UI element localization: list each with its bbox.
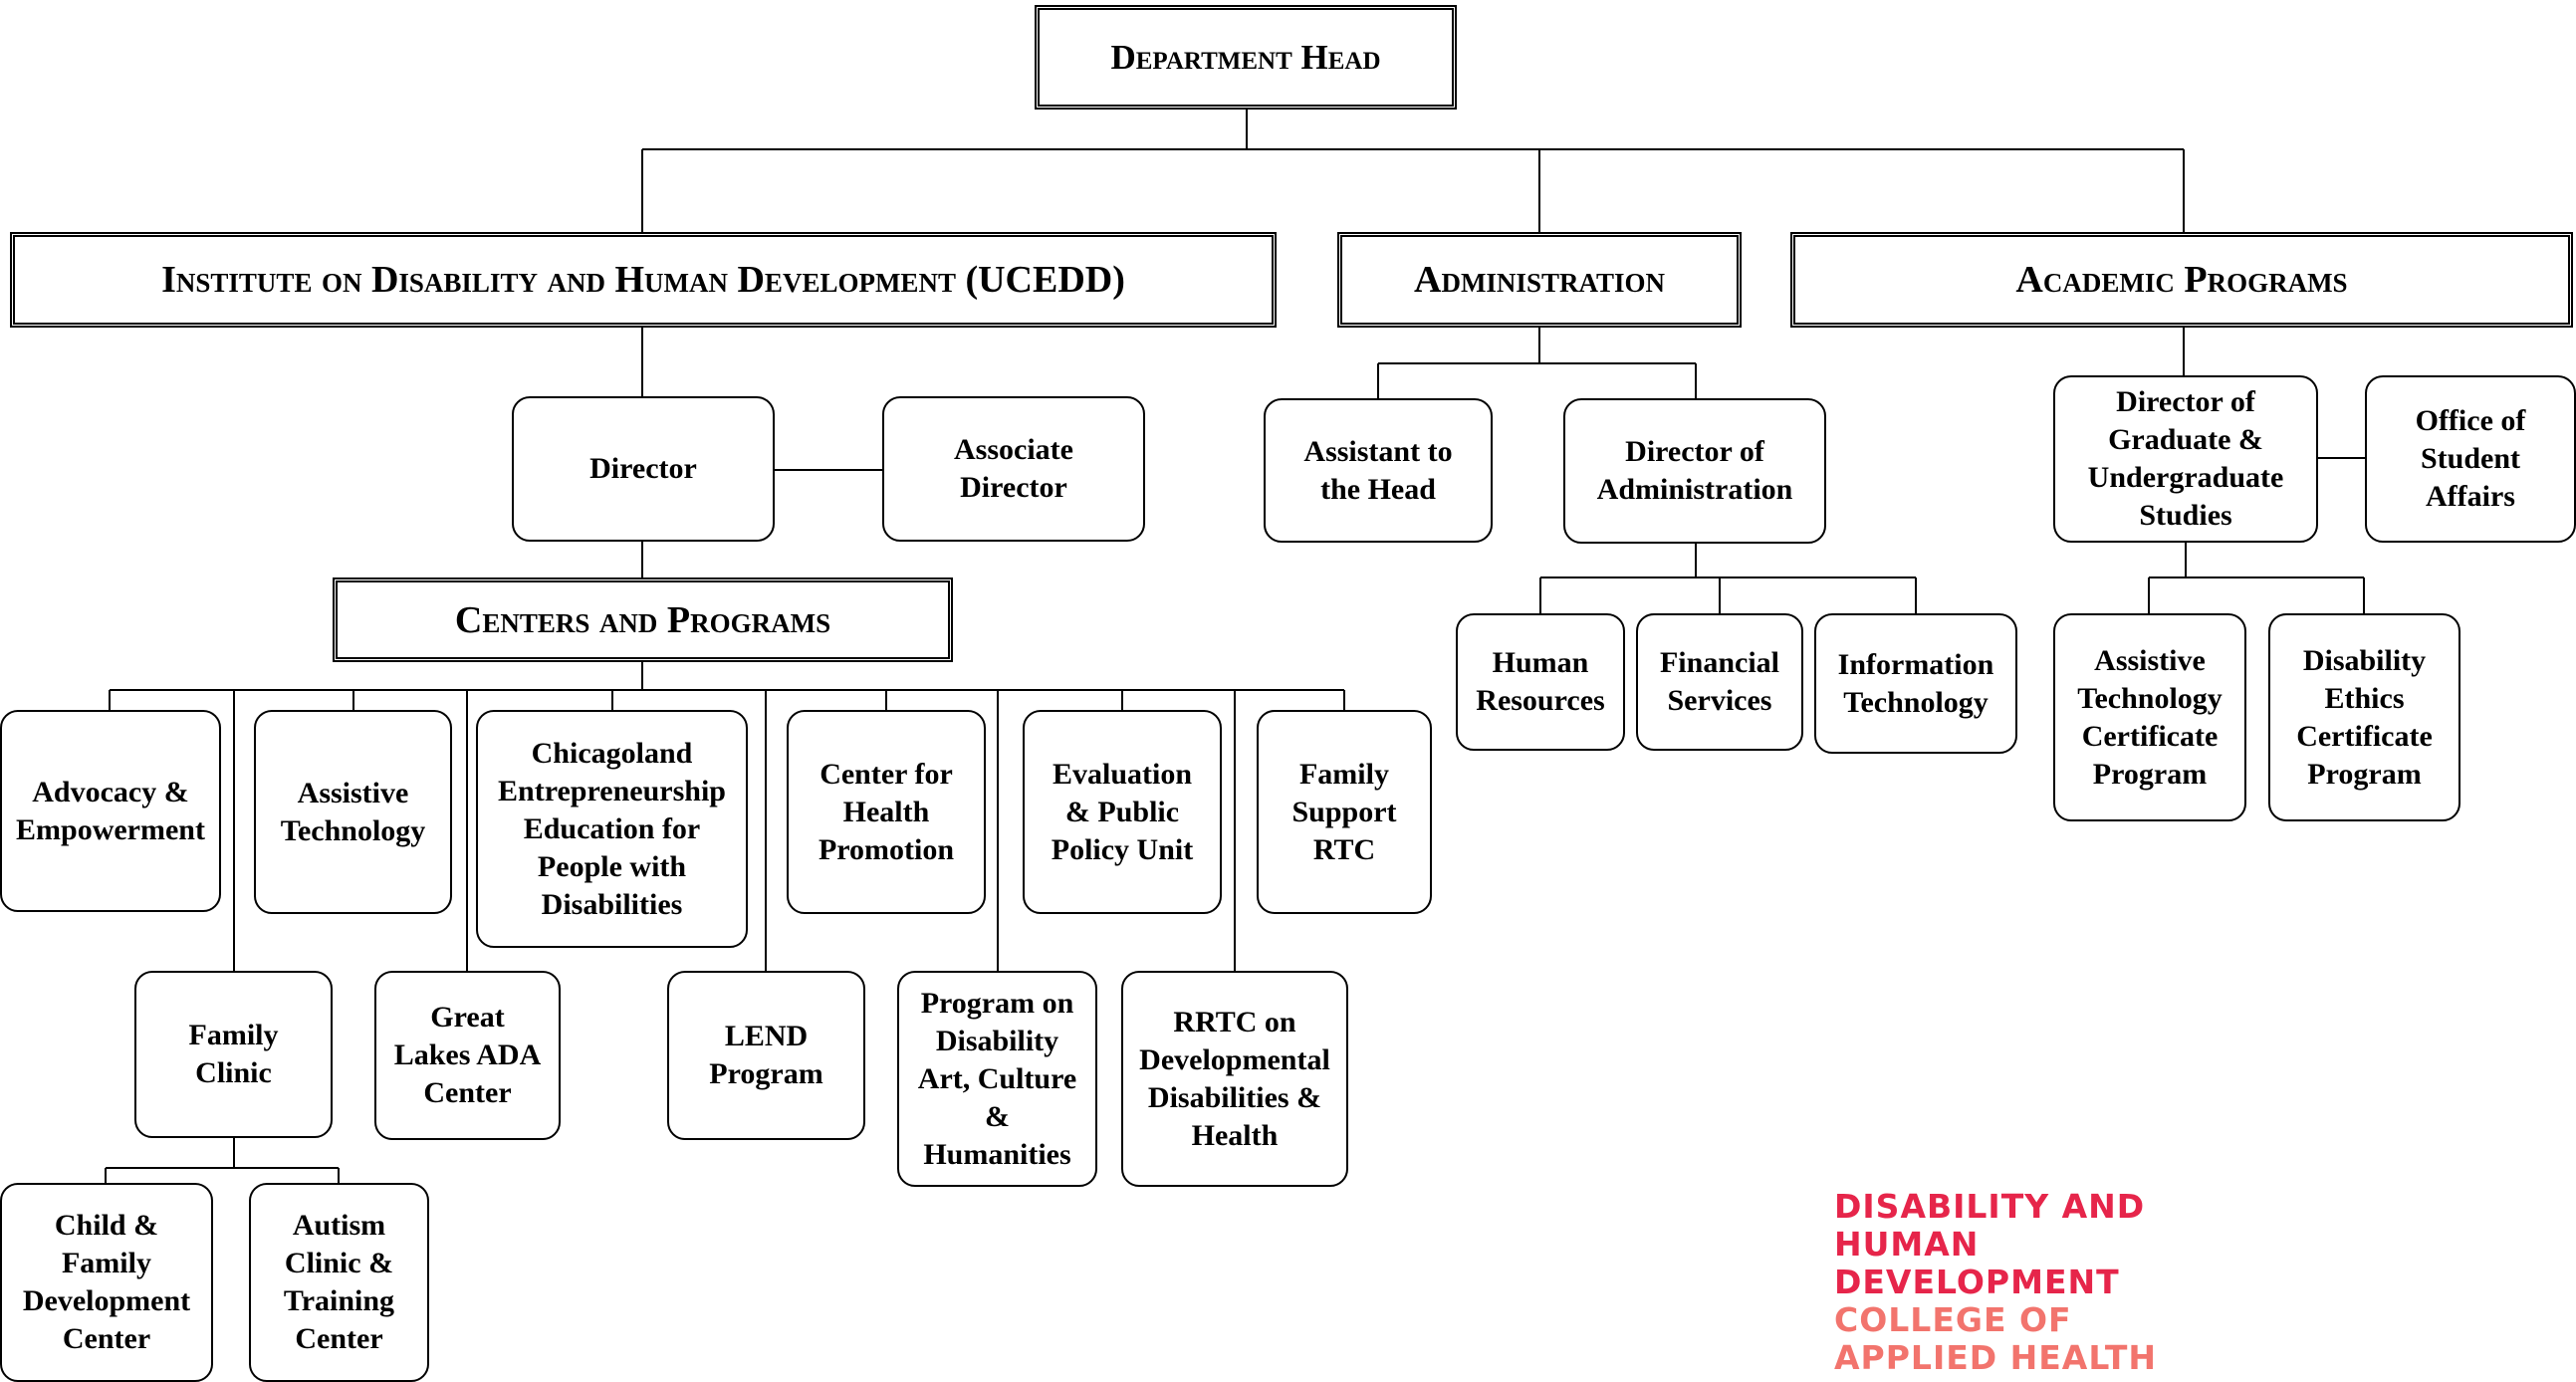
advocacy-empowerment-box: Advocacy & Empowerment (0, 710, 221, 912)
centers-and-programs-label: Centers and Programs (454, 598, 831, 641)
great-lakes-ada-label: Great Lakes ADA Center (393, 1001, 542, 1109)
disability-art-label: Program on Disability Art, Culture & Hum… (917, 986, 1077, 1171)
great-lakes-ada-box: Great Lakes ADA Center (374, 971, 561, 1140)
financial-services-label: Financial Services (1659, 646, 1779, 717)
family-support-rtc-box: Family Support RTC (1257, 710, 1432, 914)
family-clinic-label: Family Clinic (188, 1019, 279, 1089)
rrtc-box: RRTC on Developmental Disabilities & Hea… (1121, 971, 1348, 1187)
information-technology-label: Information Technology (1837, 647, 1994, 719)
department-head-box: Department Head (1035, 5, 1457, 110)
lend-program-label: LEND Program (709, 1020, 823, 1090)
director-label: Director (589, 452, 697, 485)
director-of-administration-box: Director of Administration (1563, 398, 1826, 544)
evaluation-policy-box: Evaluation & Public Policy Unit (1023, 710, 1222, 914)
department-head-label: Department Head (1110, 37, 1381, 77)
lend-program-box: LEND Program (667, 971, 865, 1140)
at-certificate-label: Assistive Technology Certificate Program (2077, 643, 2223, 791)
family-clinic-box: Family Clinic (134, 971, 333, 1138)
disability-art-box: Program on Disability Art, Culture & Hum… (897, 971, 1097, 1187)
chicagoland-box: Chicagoland Entrepreneurship Education f… (476, 710, 748, 948)
ethics-certificate-label: Disability Ethics Certificate Program (2296, 643, 2433, 791)
autism-clinic-box: Autism Clinic & Training Center (249, 1183, 429, 1382)
assistant-to-head-box: Assistant to the Head (1264, 398, 1493, 543)
evaluation-policy-label: Evaluation & Public Policy Unit (1051, 757, 1194, 866)
student-affairs-box: Office of Student Affairs (2365, 375, 2576, 543)
autism-clinic-label: Autism Clinic & Training Center (283, 1209, 395, 1355)
logo-line-5: APPLIED HEALTH (1834, 1338, 2158, 1377)
logo-line-4: COLLEGE OF (1834, 1300, 2072, 1339)
human-resources-label: Human Resources (1476, 646, 1605, 717)
associate-director-box: Associate Director (882, 396, 1145, 542)
student-affairs-label: Office of Student Affairs (2415, 404, 2526, 513)
academic-programs-box: Academic Programs (1790, 232, 2573, 328)
rrtc-label: RRTC on Developmental Disabilities & Hea… (1139, 1005, 1330, 1152)
director-of-studies-box: Director of Graduate & Undergraduate Stu… (2053, 375, 2318, 543)
associate-director-label: Associate Director (954, 433, 1073, 504)
at-certificate-box: Assistive Technology Certificate Program (2053, 613, 2246, 821)
director-of-administration-label: Director of Administration (1596, 435, 1793, 506)
financial-services-box: Financial Services (1636, 613, 1803, 751)
ethics-certificate-box: Disability Ethics Certificate Program (2268, 613, 2460, 821)
human-resources-box: Human Resources (1456, 613, 1625, 751)
child-family-development-box: Child & Family Development Center (0, 1183, 213, 1382)
director-of-studies-label: Director of Graduate & Undergraduate Stu… (2087, 385, 2284, 532)
logo-line-3: DEVELOPMENT (1834, 1263, 2120, 1301)
assistant-to-head-label: Assistant to the Head (1303, 434, 1453, 506)
child-family-development-label: Child & Family Development Center (22, 1209, 191, 1355)
information-technology-box: Information Technology (1814, 613, 2017, 754)
academic-programs-label: Academic Programs (2015, 259, 2348, 301)
college-logo: DISABILITY AND HUMAN DEVELOPMENT COLLEGE… (1834, 1188, 2157, 1377)
centers-and-programs-box: Centers and Programs (333, 577, 953, 662)
assistive-technology-label: Assistive Technology (280, 776, 426, 847)
director-box: Director (512, 396, 775, 542)
health-promotion-label: Center for Health Promotion (818, 757, 955, 866)
administration-label: Administration (1414, 259, 1665, 301)
advocacy-empowerment-label: Advocacy & Empowerment (16, 775, 205, 846)
health-promotion-box: Center for Health Promotion (787, 710, 986, 914)
chicagoland-label: Chicagoland Entrepreneurship Education f… (498, 736, 726, 921)
family-support-rtc-label: Family Support RTC (1291, 757, 1397, 866)
ucedd-box: Institute on Disability and Human Develo… (10, 232, 1277, 328)
logo-line-1: DISABILITY AND (1834, 1187, 2146, 1226)
ucedd-label: Institute on Disability and Human Develo… (161, 259, 1125, 301)
logo-line-2: HUMAN (1834, 1225, 1980, 1264)
administration-box: Administration (1337, 232, 1742, 328)
assistive-technology-box: Assistive Technology (254, 710, 452, 914)
